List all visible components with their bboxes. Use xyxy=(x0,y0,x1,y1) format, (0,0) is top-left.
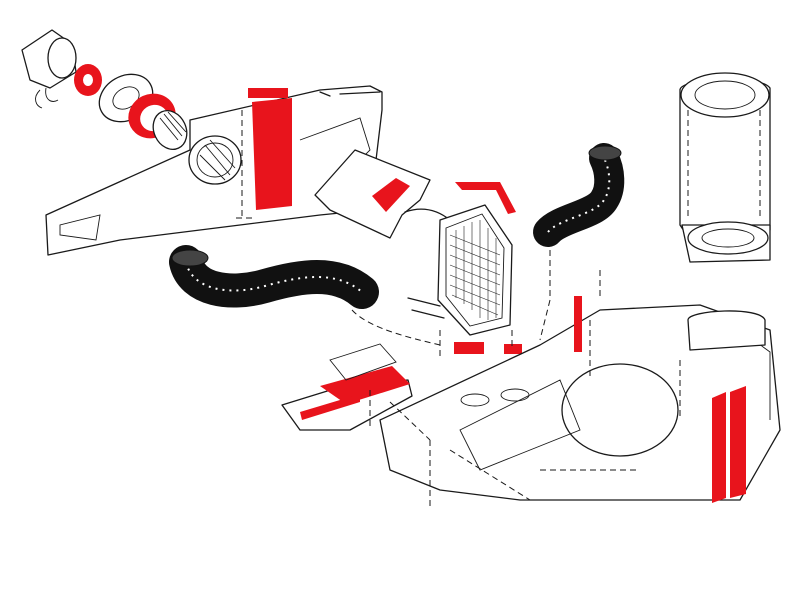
heater-core xyxy=(407,182,522,360)
vertical-inlet-duct xyxy=(679,72,771,263)
blower-motor xyxy=(21,29,77,109)
motor-mount-ring xyxy=(74,64,102,96)
assembly-guide-lines xyxy=(351,250,601,346)
flap-door xyxy=(281,343,431,441)
fan-wheel xyxy=(98,73,188,150)
flex-hose-main xyxy=(169,245,379,309)
distribution-box xyxy=(379,296,781,510)
air-inlet-duct xyxy=(314,149,451,239)
blower-housing xyxy=(45,85,383,256)
flex-hose-upper xyxy=(533,143,625,247)
